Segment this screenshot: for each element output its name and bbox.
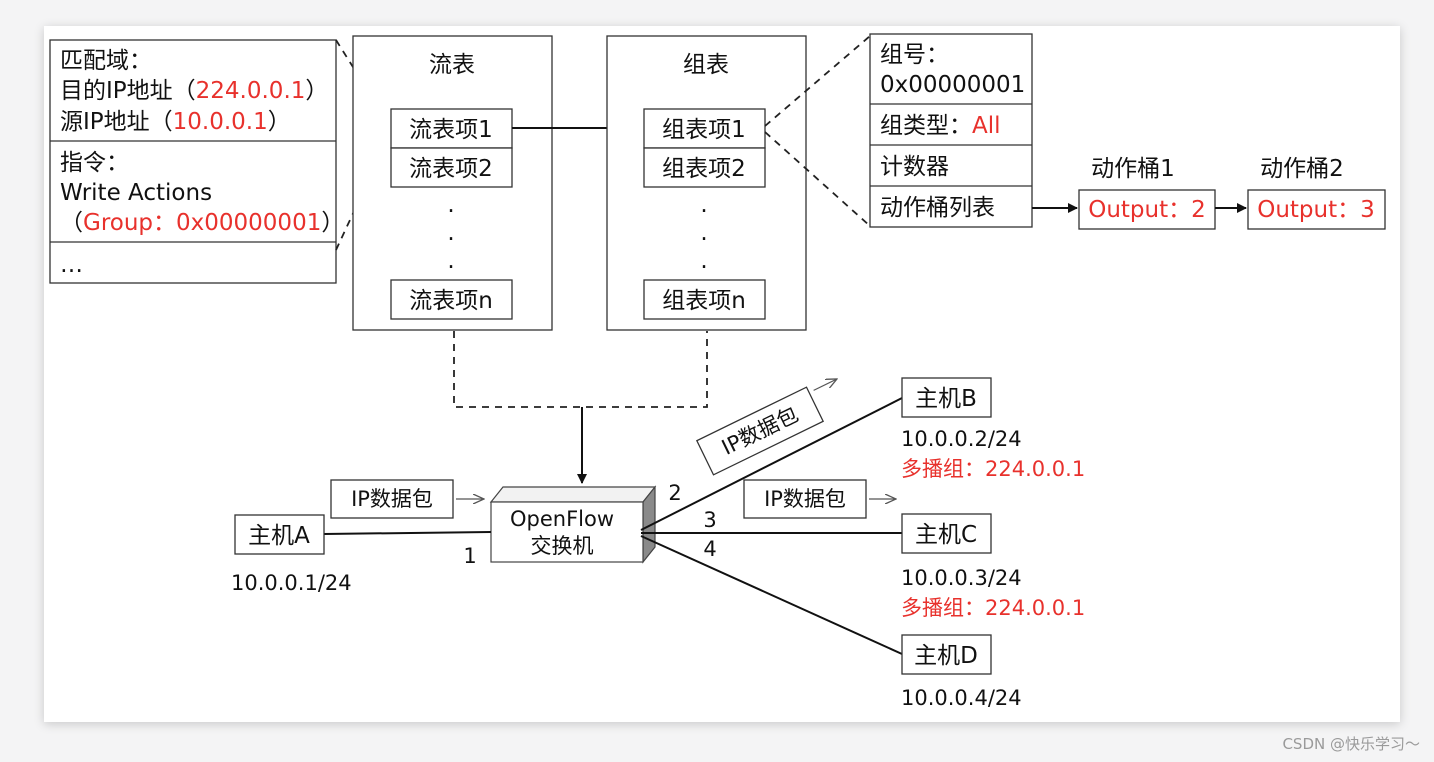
port-4: 4	[703, 537, 716, 561]
group-dot-3: .	[700, 248, 707, 274]
host-d: 主机D 10.0.0.4/24	[901, 634, 1022, 710]
host-c-group: 多播组：224.0.0.1	[901, 596, 1085, 620]
group-zoom-top	[764, 35, 871, 127]
host-d-name: 主机D	[914, 643, 978, 669]
bucket-list-label: 动作桶列表	[880, 195, 995, 221]
src-ip-line: 源IP地址（10.0.0.1）	[60, 109, 291, 135]
match-instruction-box: 匹配域： 目的IP地址（224.0.0.1） 源IP地址（10.0.0.1） 指…	[49, 39, 344, 284]
group-entry-2-label: 组表项2	[662, 156, 746, 182]
write-actions-text: Write Actions	[60, 180, 212, 206]
port-2: 2	[668, 481, 681, 505]
bucket2-box	[1247, 189, 1386, 230]
bucket1-output: Output：2	[1088, 197, 1206, 223]
flow-entry-2-label: 流表项2	[409, 156, 493, 182]
packet-label-a: IP数据包	[351, 487, 433, 511]
group-no-value: 0x00000001	[880, 72, 1025, 98]
tables-to-switch-dashed	[453, 331, 708, 408]
bucket2-title: 动作桶2	[1260, 156, 1344, 182]
flow-entry-n-label: 流表项n	[409, 288, 493, 314]
group-detail-box: 组号： 0x00000001 组类型：All 计数器 动作桶列表	[869, 33, 1033, 228]
group-entry-1-label: 组表项1	[662, 117, 746, 143]
flow-table-title: 流表	[429, 52, 475, 78]
bucket1-title: 动作桶1	[1091, 156, 1175, 182]
link-host-a	[323, 531, 492, 535]
packet-label-c: IP数据包	[764, 487, 846, 511]
port-3: 3	[703, 508, 716, 532]
instruction-label: 指令：	[60, 150, 129, 176]
csdn-watermark: CSDN @快乐学习～	[1282, 735, 1420, 753]
group-type-line: 组类型：All	[880, 113, 1001, 139]
host-d-ip: 10.0.0.4/24	[901, 686, 1022, 710]
packet-to-host-c: IP数据包	[743, 479, 896, 519]
switch-label-line1: OpenFlow	[510, 507, 614, 531]
group-ref-line: （Group：0x00000001）	[60, 210, 344, 236]
link-host-d	[640, 535, 903, 655]
counter-label: 计数器	[880, 154, 949, 180]
switch-label-line2: 交换机	[531, 534, 594, 558]
host-a-name: 主机A	[248, 523, 310, 549]
port-1: 1	[463, 544, 476, 568]
flow-entry-2	[390, 147, 513, 188]
bucket1-box	[1078, 189, 1216, 230]
host-c-ip: 10.0.0.3/24	[901, 566, 1022, 590]
host-b: 主机B 10.0.0.2/24 多播组：224.0.0.1	[901, 377, 1085, 481]
match-field-label: 匹配域：	[60, 48, 152, 74]
packet-to-switch: IP数据包	[330, 479, 484, 519]
openflow-switch: OpenFlow 交换机	[489, 485, 657, 564]
group-entry-1	[643, 108, 766, 149]
host-b-name: 主机B	[915, 386, 977, 412]
host-a-ip: 10.0.0.1/24	[231, 571, 352, 595]
group-entry-n-label: 组表项n	[662, 288, 746, 314]
group-dot-2: .	[700, 220, 707, 246]
group-entry-n	[643, 279, 766, 320]
group-table-title: 组表	[683, 52, 729, 78]
more-ellipsis: …	[60, 252, 83, 278]
host-a: 主机A 10.0.0.1/24	[231, 514, 352, 595]
link-host-b	[640, 397, 903, 531]
group-dot-1: .	[700, 192, 707, 218]
group-zoom-bottom	[764, 131, 871, 227]
flow-table: 流表 流表项1 流表项2 . . . 流表项n	[352, 35, 553, 331]
group-entry-2	[643, 147, 766, 188]
flow-entry-1-label: 流表项1	[409, 117, 493, 143]
host-c-name: 主机C	[915, 522, 977, 548]
flow-dot-1: .	[447, 192, 454, 218]
host-b-group: 多播组：224.0.0.1	[901, 457, 1085, 481]
flow-dot-3: .	[447, 248, 454, 274]
bucket2-output: Output：3	[1257, 197, 1375, 223]
group-table: 组表 组表项1 组表项2 . . . 组表项n	[606, 35, 807, 331]
flow-entry-n	[390, 279, 513, 320]
packet-to-host-b: IP数据包	[695, 374, 851, 476]
group-no-label: 组号：	[880, 42, 949, 68]
dst-ip-line: 目的IP地址（224.0.0.1）	[60, 78, 328, 104]
flow-dot-2: .	[447, 220, 454, 246]
host-c: 主机C 10.0.0.3/24 多播组：224.0.0.1	[901, 513, 1085, 620]
host-b-ip: 10.0.0.2/24	[901, 427, 1022, 451]
